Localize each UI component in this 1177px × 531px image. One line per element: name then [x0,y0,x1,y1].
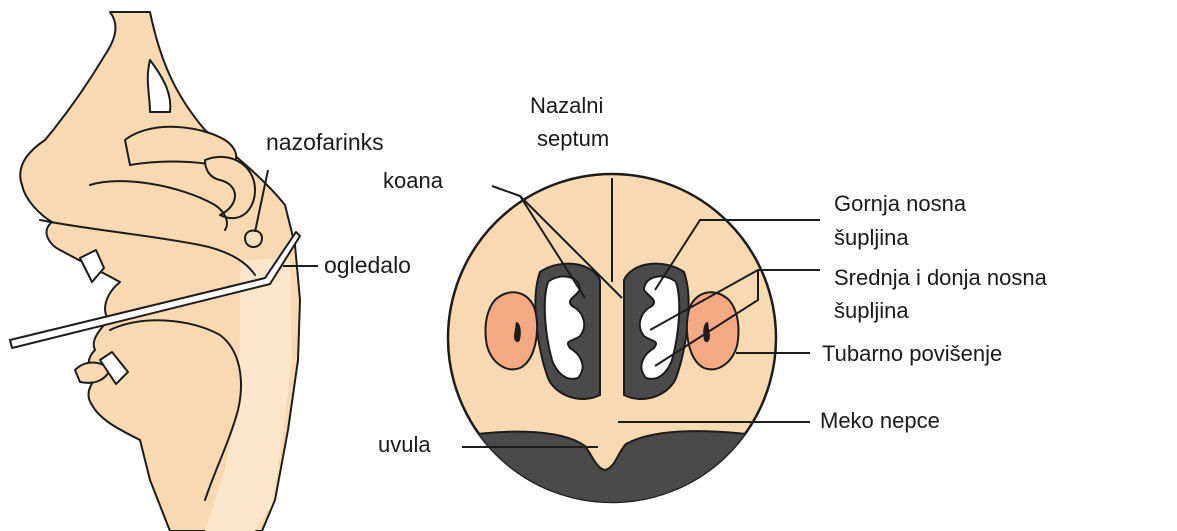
endoscopic-view [440,174,790,510]
label-nazofarinks: nazofarinks [266,129,384,155]
head-profile [10,12,300,531]
label-srednja-1: Srednja i donja nosna [834,265,1048,290]
label-gornja-1: Gornja nosna [834,191,967,216]
label-ogledalo: ogledalo [324,252,411,278]
label-gornja-2: šupljina [834,225,909,250]
label-septum: septum [537,126,609,151]
label-nazalni: Nazalni [530,93,603,118]
label-uvula: uvula [378,432,431,457]
label-tubarno: Tubarno povišenje [822,341,1002,366]
label-srednja-2: šupljina [834,298,909,323]
right-torus-tubarius [687,292,739,369]
label-meko-nepce: Meko nepce [820,408,940,433]
nasopharynx-marker [245,231,262,248]
label-koana: koana [383,168,444,193]
left-torus-tubarius [485,292,537,369]
